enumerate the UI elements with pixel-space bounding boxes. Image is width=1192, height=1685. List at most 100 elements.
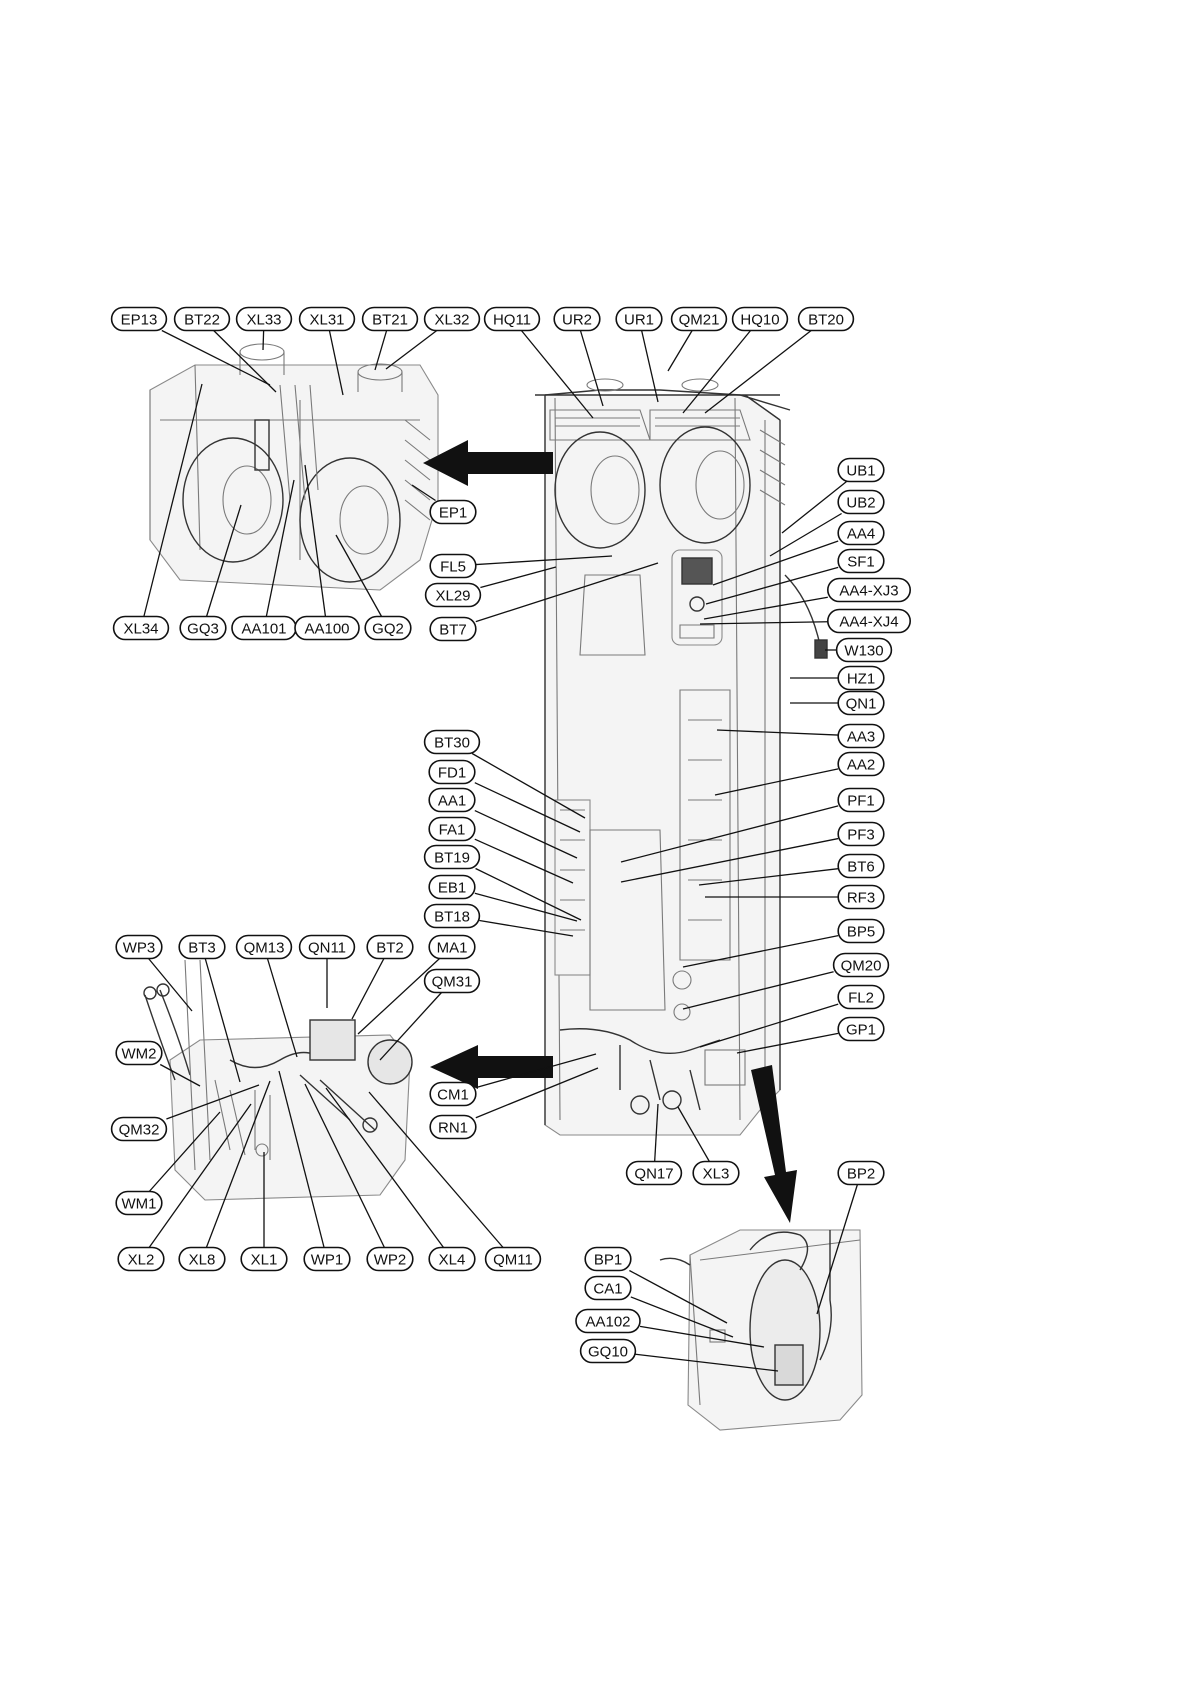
label-text: W130 bbox=[844, 643, 883, 660]
leader-bt20 bbox=[704, 329, 812, 414]
label-box bbox=[670, 306, 728, 332]
leader-ep13 bbox=[161, 329, 271, 386]
leader-qn17 bbox=[654, 1103, 659, 1162]
leader-ep1 bbox=[411, 484, 436, 502]
leader-aa2 bbox=[714, 768, 839, 796]
label-text: AA100 bbox=[304, 621, 349, 638]
label-box bbox=[115, 1040, 163, 1066]
arrows bbox=[423, 440, 797, 1223]
leader-fd1 bbox=[474, 782, 581, 833]
label-aa4-xj4: AA4-XJ4 bbox=[826, 608, 911, 634]
leader-xl32 bbox=[385, 329, 438, 370]
label-box bbox=[179, 615, 227, 641]
label-text: PF1 bbox=[847, 793, 875, 810]
label-ub2: UB2 bbox=[837, 489, 885, 515]
leader-wp1 bbox=[278, 1070, 325, 1248]
label-box bbox=[423, 844, 481, 870]
label-text: WM1 bbox=[122, 1196, 157, 1213]
leader-bp5 bbox=[682, 934, 839, 968]
label-text: FD1 bbox=[438, 765, 466, 782]
label-box bbox=[178, 934, 226, 960]
leader-ur1 bbox=[640, 330, 659, 403]
label-text: UR2 bbox=[562, 312, 592, 329]
label-text: QM11 bbox=[493, 1252, 533, 1269]
label-text: QN17 bbox=[634, 1166, 673, 1183]
label-text: GQ10 bbox=[588, 1344, 628, 1361]
fan-module-drawing bbox=[149, 343, 439, 591]
label-bt6: BT6 bbox=[837, 853, 885, 879]
label-bt18: BT18 bbox=[423, 903, 481, 929]
label-box bbox=[423, 903, 481, 929]
label-box bbox=[361, 306, 419, 332]
leader-bp2 bbox=[816, 1184, 859, 1315]
label-box bbox=[837, 548, 885, 574]
label-text: CA1 bbox=[593, 1281, 622, 1298]
label-text: FA1 bbox=[439, 822, 466, 839]
label-text: HZ1 bbox=[847, 671, 875, 688]
label-xl34: XL34 bbox=[112, 615, 170, 641]
label-text: QM21 bbox=[679, 312, 720, 329]
label-bp1: BP1 bbox=[584, 1246, 632, 1272]
label-box bbox=[240, 1246, 288, 1272]
leader-xl34 bbox=[143, 383, 203, 617]
leader-hq10 bbox=[682, 330, 752, 414]
label-box bbox=[110, 306, 168, 332]
label-text: AA2 bbox=[847, 757, 875, 774]
label-text: XL29 bbox=[435, 588, 470, 605]
label-box bbox=[837, 1160, 885, 1186]
label-xl31: XL31 bbox=[298, 306, 356, 332]
leader-lines bbox=[143, 329, 859, 1372]
label-aa4: AA4 bbox=[837, 520, 885, 546]
label-box bbox=[615, 306, 663, 332]
label-box bbox=[837, 751, 885, 777]
label-sf1: SF1 bbox=[837, 548, 885, 574]
leader-bt6 bbox=[698, 868, 839, 886]
leader-xl33 bbox=[262, 330, 265, 351]
label-text: EP1 bbox=[439, 505, 467, 522]
label-box bbox=[428, 759, 476, 785]
label-text: GP1 bbox=[846, 1022, 876, 1039]
label-gq3: GQ3 bbox=[179, 615, 227, 641]
label-text: XL34 bbox=[123, 621, 158, 638]
label-bt3: BT3 bbox=[178, 934, 226, 960]
main-unit-drawing bbox=[535, 378, 828, 1136]
label-ur2: UR2 bbox=[553, 306, 601, 332]
label-box bbox=[173, 306, 231, 332]
label-fl2: FL2 bbox=[837, 984, 885, 1010]
label-box bbox=[835, 637, 893, 663]
leader-qm13 bbox=[266, 958, 298, 1058]
label-text: BP5 bbox=[847, 924, 875, 941]
label-box bbox=[837, 1016, 885, 1042]
label-pf3: PF3 bbox=[837, 821, 885, 847]
label-text: WM2 bbox=[122, 1046, 157, 1063]
label-text: XL4 bbox=[439, 1252, 466, 1269]
label-aa3: AA3 bbox=[837, 723, 885, 749]
label-box bbox=[837, 918, 885, 944]
leader-bt21 bbox=[374, 330, 388, 371]
label-text: GQ2 bbox=[372, 621, 404, 638]
label-ur1: UR1 bbox=[615, 306, 663, 332]
label-text: WP3 bbox=[123, 940, 156, 957]
leader-qm21 bbox=[667, 330, 693, 372]
label-text: QM32 bbox=[119, 1122, 160, 1139]
label-text: AA1 bbox=[438, 793, 466, 810]
leader-aa3 bbox=[716, 729, 839, 736]
label-bp5: BP5 bbox=[837, 918, 885, 944]
label-text: GQ3 bbox=[187, 621, 219, 638]
label-box bbox=[584, 1246, 632, 1272]
arrow-to-fan-module bbox=[423, 440, 553, 486]
leader-aa4 bbox=[712, 540, 839, 586]
label-box bbox=[837, 520, 885, 546]
label-text: BT21 bbox=[372, 312, 408, 329]
leader-aa100 bbox=[304, 464, 327, 617]
label-qm13: QM13 bbox=[235, 934, 293, 960]
label-xl3: XL3 bbox=[692, 1160, 740, 1186]
label-wm1: WM1 bbox=[115, 1190, 163, 1216]
label-qn1: QN1 bbox=[837, 690, 885, 716]
leader-pf1 bbox=[620, 805, 839, 863]
label-box bbox=[553, 306, 601, 332]
label-gq2: GQ2 bbox=[364, 615, 412, 641]
label-qn11: QN11 bbox=[298, 934, 356, 960]
label-xl2: XL2 bbox=[117, 1246, 165, 1272]
